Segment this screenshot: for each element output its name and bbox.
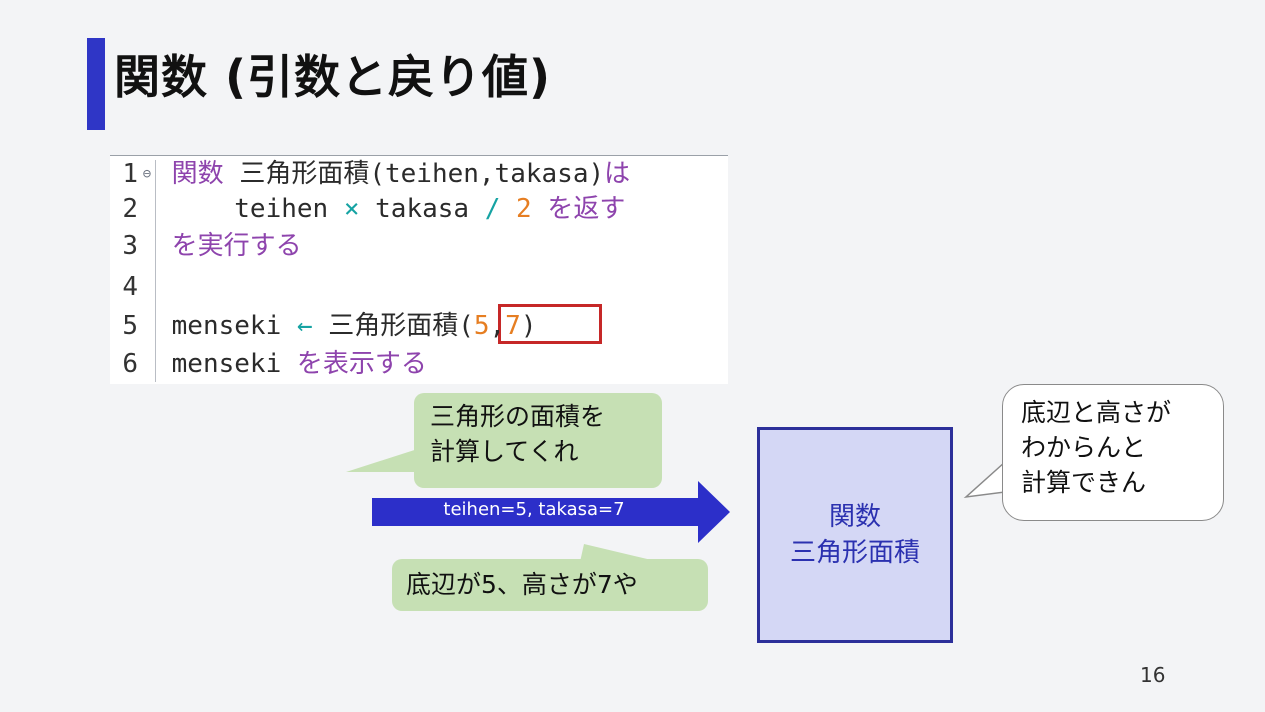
code-token: / bbox=[484, 194, 501, 224]
code-token: 三角形面積(teihen,takasa) bbox=[223, 159, 605, 189]
line-number: 3 bbox=[122, 231, 138, 261]
code-token: , bbox=[489, 311, 506, 341]
code-token: × bbox=[343, 194, 360, 224]
line-number: 1 bbox=[122, 159, 138, 189]
code-token: は bbox=[604, 159, 631, 189]
page-number: 16 bbox=[1140, 663, 1166, 687]
code-token: ← bbox=[296, 311, 313, 341]
reply-bubble: 底辺が5、高さが7や bbox=[392, 559, 708, 611]
code-line: 4 bbox=[110, 269, 728, 305]
line-number: 6 bbox=[122, 349, 138, 379]
line-number: 4 bbox=[122, 272, 138, 302]
code-token: を実行する bbox=[171, 231, 302, 261]
fold-toggle-icon[interactable]: ⊖ bbox=[142, 166, 152, 182]
line-number: 2 bbox=[122, 194, 138, 224]
function-callout: 底辺と高さが わからんと 計算できん bbox=[1002, 384, 1224, 521]
argument-arrow bbox=[372, 481, 730, 543]
code-token: menseki bbox=[171, 311, 297, 341]
slide-title: 関数 (引数と戻り値) bbox=[114, 50, 552, 104]
line-number: 5 bbox=[122, 311, 138, 341]
code-token: 三角形面積( bbox=[312, 311, 474, 341]
function-box-name: 三角形面積 bbox=[789, 538, 920, 568]
code-line: 3 を実行する bbox=[110, 228, 728, 264]
request-bubble: 三角形の面積を 計算してくれ bbox=[414, 393, 662, 488]
code-line: 1⊖ 関数 三角形面積(teihen,takasa)は bbox=[110, 156, 728, 192]
code-token: を表示する bbox=[296, 349, 427, 379]
code-line: 5 menseki ← 三角形面積(5,7) bbox=[110, 308, 728, 344]
function-box: 関数 三角形面積 bbox=[757, 427, 953, 643]
code-token: 関数 bbox=[171, 159, 224, 189]
code-token: takasa bbox=[359, 194, 485, 224]
gutter-divider bbox=[155, 160, 156, 382]
code-token: ) bbox=[520, 311, 537, 341]
code-token: 5 bbox=[473, 311, 490, 341]
code-token: menseki bbox=[171, 349, 297, 379]
code-line: 2 teihen × takasa / 2 を返す bbox=[110, 191, 728, 227]
argument-arrow-label: teihen=5, takasa=7 bbox=[443, 499, 625, 520]
title-accent-bar bbox=[87, 38, 105, 130]
callout-tail bbox=[963, 460, 1006, 499]
argument-highlight-box bbox=[498, 304, 602, 344]
code-line: 6 menseki を表示する bbox=[110, 346, 728, 382]
code-token: 7 bbox=[505, 311, 521, 341]
code-token: を返す bbox=[531, 194, 626, 224]
code-token bbox=[500, 194, 516, 224]
function-box-label: 関数 bbox=[828, 502, 881, 532]
code-token: 2 bbox=[516, 194, 532, 224]
code-token: teihen bbox=[171, 194, 344, 224]
